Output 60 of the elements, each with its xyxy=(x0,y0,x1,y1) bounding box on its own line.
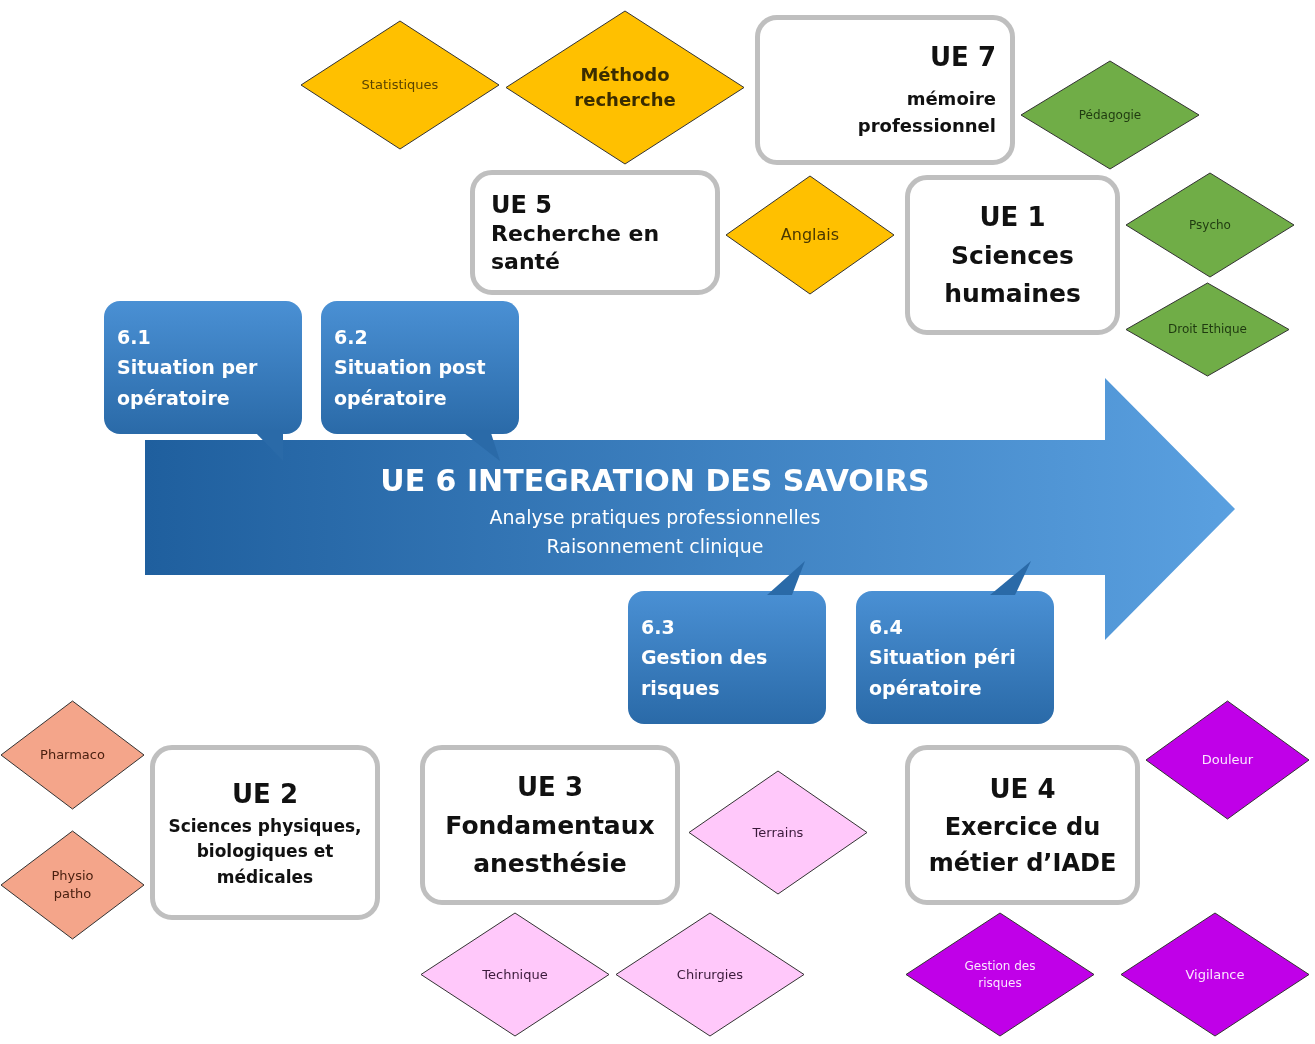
topic-diamond xyxy=(1120,912,1310,1037)
callout-text: Gestion des risques xyxy=(641,645,769,701)
unit-box xyxy=(150,745,380,920)
callout-bubble xyxy=(627,560,827,725)
unit-title: UE 2 xyxy=(231,777,299,811)
topic-label: Douleur xyxy=(1201,751,1254,769)
topic-diamond xyxy=(1145,700,1310,820)
unit-title: UE 3 xyxy=(516,771,584,804)
callout-number: 6.3 xyxy=(641,614,676,640)
topic-diamond xyxy=(300,20,500,150)
unit-description: Sciences humaines xyxy=(943,240,1082,310)
topic-diamond xyxy=(0,700,145,810)
arrow-title: UE 6 INTEGRATION DES SAVOIRS xyxy=(380,461,930,500)
topic-label: Droit Ethique xyxy=(1168,321,1247,338)
topic-label: Méthodo recherche xyxy=(573,63,677,112)
arrow-subtitle: Analyse pratiques professionnelles xyxy=(489,504,821,530)
unit-description: Sciences physiques, biologiques et médicales xyxy=(167,814,363,889)
topic-diamond xyxy=(905,912,1095,1037)
topic-diamond xyxy=(688,770,868,895)
topic-label: Technique xyxy=(482,965,548,984)
callout-text: Situation post opératoire xyxy=(334,355,487,411)
unit-description: Exercice du métier d’IADE xyxy=(927,811,1118,879)
topic-label: Statistiques xyxy=(361,76,439,94)
unit-description: Fondamentaux anesthésie xyxy=(444,810,656,880)
topic-diamond xyxy=(1020,60,1200,170)
unit-box xyxy=(420,745,680,905)
topic-diamond xyxy=(615,912,805,1037)
topic-diamond xyxy=(505,10,745,165)
unit-title: UE 1 xyxy=(978,201,1047,234)
topic-diamond xyxy=(420,912,610,1037)
topic-label: Physio patho xyxy=(50,867,95,903)
callout-bubble xyxy=(855,560,1055,725)
topic-label: Gestion des risques xyxy=(963,958,1037,991)
topic-diamond xyxy=(0,830,145,940)
unit-box xyxy=(755,15,1015,165)
callout-bubble xyxy=(320,300,520,462)
callout-number: 6.4 xyxy=(869,614,904,640)
callout-text: Situation péri opératoire xyxy=(869,645,1017,701)
topic-label: Pédagogie xyxy=(1078,106,1142,124)
unit-title: UE 5 xyxy=(491,190,553,220)
topic-label: Anglais xyxy=(780,224,840,246)
topic-label: Pharmaco xyxy=(40,746,105,764)
unit-description: Recherche en santé xyxy=(491,220,661,275)
callout-text: Situation per opératoire xyxy=(117,355,259,411)
unit-title: UE 7 xyxy=(929,41,996,74)
unit-box xyxy=(470,170,720,295)
topic-label: Vigilance xyxy=(1185,965,1245,984)
topic-diamond xyxy=(1125,282,1290,377)
topic-label: Chirurgies xyxy=(676,965,744,984)
arrow-subtitle: Raisonnement clinique xyxy=(546,534,764,559)
unit-title: UE 4 xyxy=(988,772,1057,806)
callout-number: 6.2 xyxy=(334,324,369,350)
topic-label: Psycho xyxy=(1189,216,1231,234)
unit-box xyxy=(905,745,1140,905)
unit-description: mémoire professionnel xyxy=(856,87,996,138)
topic-diamond xyxy=(1125,172,1295,278)
topic-diamond xyxy=(725,175,895,295)
topic-label: Terrains xyxy=(752,823,804,842)
callout-number: 6.1 xyxy=(117,324,152,350)
unit-box xyxy=(905,175,1120,335)
